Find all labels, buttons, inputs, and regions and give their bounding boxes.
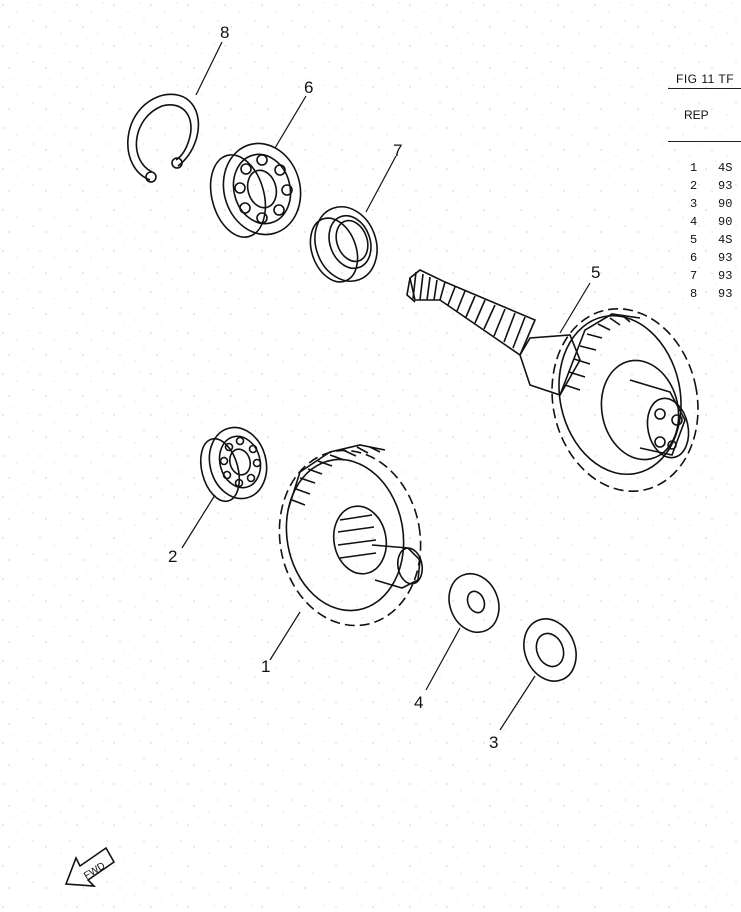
table-row: 1 4S [690, 161, 732, 175]
table-row: 7 93 [690, 269, 732, 283]
row-rep: 1 [690, 161, 698, 175]
callout-1: 1 [261, 657, 270, 676]
row-rep: 3 [690, 197, 698, 211]
row-code: 93 [718, 179, 733, 193]
table-row: 4 90 [690, 215, 732, 229]
row-code: 4S [718, 161, 733, 175]
row-code: 93 [718, 251, 733, 265]
leader-line-4 [425, 627, 461, 691]
row-code: 93 [718, 287, 733, 301]
callout-5: 5 [591, 263, 600, 282]
row-rep: 4 [690, 215, 698, 229]
leader-line-8 [195, 41, 223, 96]
table-row: 6 93 [690, 251, 732, 265]
callout-3: 3 [489, 733, 498, 752]
table-row: 2 93 [690, 179, 732, 193]
row-rep: 6 [690, 251, 698, 265]
table-row: 3 90 [690, 197, 732, 211]
fwd-arrow-icon [64, 846, 116, 887]
part-2-ball-bearing [199, 426, 268, 503]
callout-7: 7 [393, 141, 402, 160]
row-rep: 7 [690, 269, 698, 283]
row-rep: 2 [690, 179, 698, 193]
part-5-main-axle [406, 269, 699, 493]
leader-line-6 [274, 95, 307, 149]
row-code: 90 [718, 215, 733, 229]
row-rep: 5 [690, 233, 698, 247]
callout-2: 2 [168, 547, 177, 566]
leader-line-2 [181, 494, 216, 549]
row-code: 4S [718, 233, 733, 247]
part-4-washer [448, 572, 500, 634]
table-rule-header [668, 141, 741, 142]
row-rep: 8 [690, 287, 698, 301]
part-1-drive-gear [278, 444, 424, 627]
part-8-circlip [127, 93, 200, 183]
leader-line-7 [365, 155, 397, 213]
leader-line-5 [559, 282, 591, 334]
callout-4: 4 [414, 693, 423, 712]
row-code: 90 [718, 197, 733, 211]
table-header-rep: REP [684, 108, 709, 122]
callout-6: 6 [304, 78, 313, 97]
table-row: 8 93 [690, 287, 732, 301]
callout-8: 8 [220, 23, 229, 42]
table-row: 5 4S [690, 233, 732, 247]
table-rule-top [668, 88, 741, 89]
part-7-oil-seal [309, 206, 378, 283]
figure-title: FIG 11 TF [676, 72, 735, 86]
row-code: 93 [718, 269, 733, 283]
leader-line-1 [269, 611, 301, 661]
leader-line-3 [499, 675, 536, 731]
part-6-ball-bearing [209, 142, 302, 238]
part-3-washer [523, 618, 577, 682]
